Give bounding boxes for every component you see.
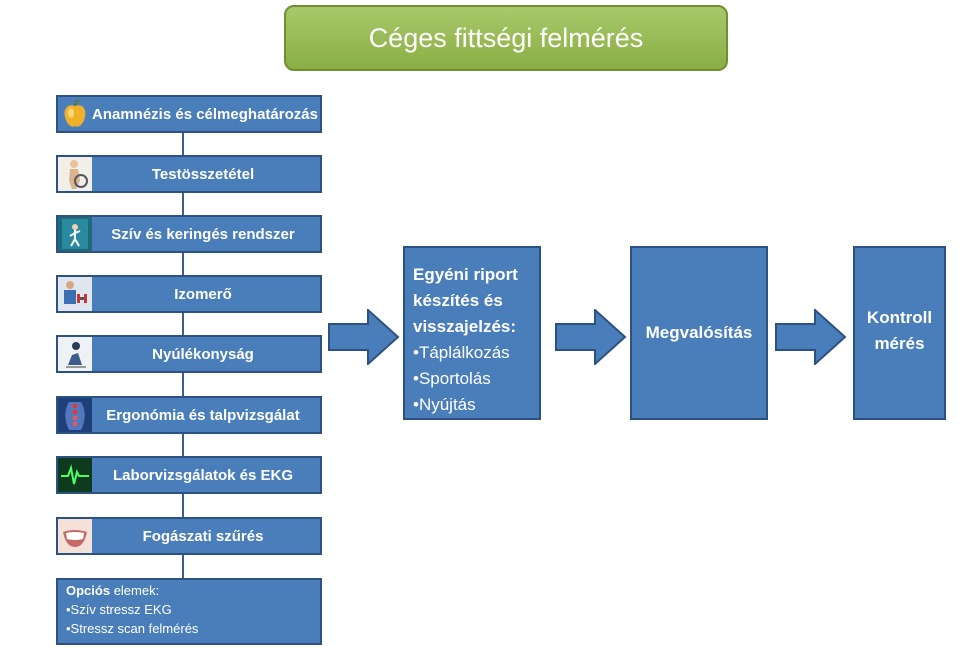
stretching-icon [58,337,92,371]
step-label: Anamnézis és célmeghatározás [92,105,318,123]
report-item: •Sportolás [413,369,491,388]
step-label: Fogászati szűrés [142,527,264,545]
report-item: •Táplálkozás [413,343,510,362]
step-anamnesis: Anamnézis és célmeghatározás [56,95,322,133]
implementation-label: Megvalósítás [645,323,753,342]
step-label: Szív és keringés rendszer [111,225,295,243]
optional-item: •Stressz scan felmérés [66,621,199,636]
step-label: Izomerő [174,285,232,303]
report-box: Egyéni riport készítés és visszajelzés: … [403,246,541,420]
step-ergonomics: Ergonómia és talpvizsgálat [56,396,322,434]
control-label-line: mérés [874,334,925,353]
step-label: Ergonómia és talpvizsgálat [106,406,300,424]
dumbbell-icon [58,277,92,311]
step-label: Nyúlékonyság [152,345,254,363]
step-dental: Fogászati szűrés [56,517,322,555]
step-body-composition: Testösszetétel [56,155,322,193]
step-muscle-strength: Izomerő [56,275,322,313]
optional-item: •Szív stressz EKG [66,602,172,617]
diagram-title: Céges fittségi felmérés [284,5,728,71]
arrow-right-icon [328,309,400,365]
report-title-line: visszajelzés: [413,317,517,336]
arrow-right-icon [775,309,847,365]
control-label-line: Kontroll [866,308,933,327]
body-composition-icon [58,157,92,191]
treadmill-icon [58,217,92,251]
report-title-line: készítés és [413,291,503,310]
optional-elements-box: Opciós elemek: •Szív stressz EKG •Stress… [56,578,322,645]
smile-icon [58,519,92,553]
step-lab-ecg: Laborvizsgálatok és EKG [56,456,322,494]
implementation-box: Megvalósítás [630,246,768,420]
step-label: Laborvizsgálatok és EKG [112,466,294,484]
step-label: Testösszetétel [151,165,255,183]
control-measurement-box: Kontroll mérés [853,246,946,420]
ecg-icon [58,458,92,492]
apple-icon [58,97,92,131]
arrow-right-icon [555,309,627,365]
step-flexibility: Nyúlékonyság [56,335,322,373]
optional-elements-heading: Opciós elemek: [66,583,160,598]
step-cardio: Szív és keringés rendszer [56,215,322,253]
report-item: •Nyújtás [413,395,476,414]
report-title-line: Egyéni riport [413,265,518,284]
spine-icon [58,398,92,432]
